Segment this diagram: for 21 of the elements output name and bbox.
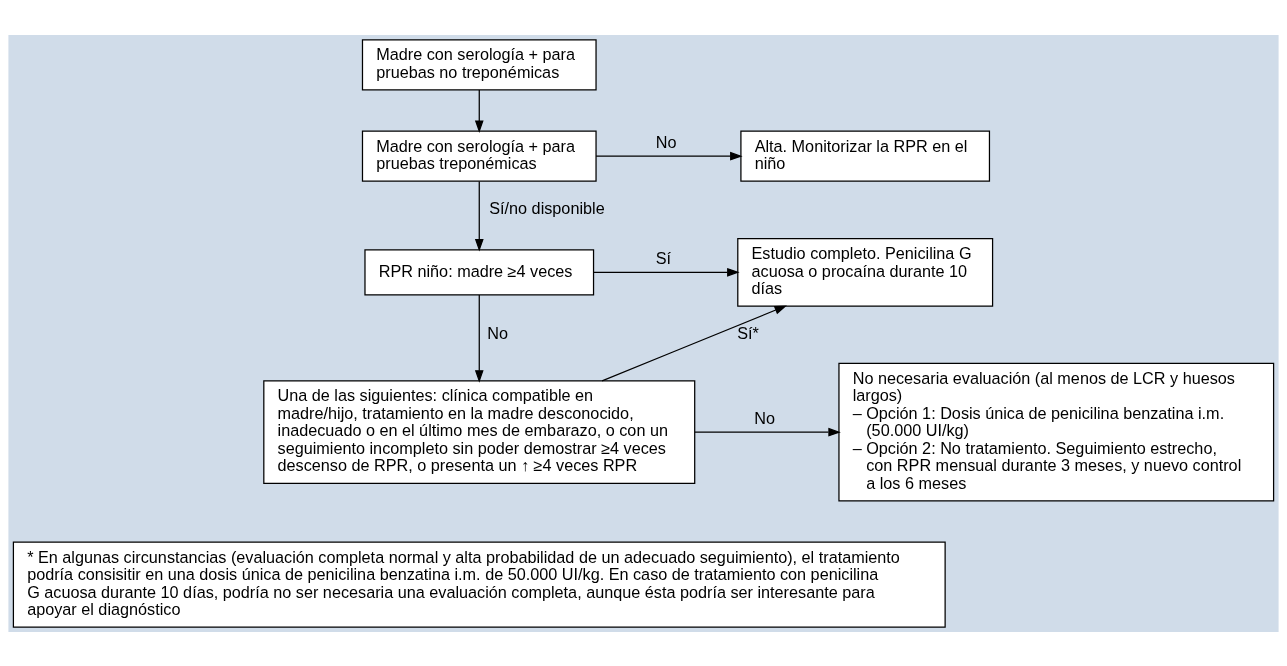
edge-label: Sí*: [737, 323, 759, 342]
arrow: [694, 427, 841, 437]
arrow: [474, 180, 484, 252]
arrow: [595, 151, 743, 161]
edge-label: No: [655, 132, 677, 151]
node-box: * En algunas circunstancias (evaluación completa normal y alta probabilidad de un adecuado seguimiento), el tratamiento podría consisitir en una dosis única de penicilina benzatina i.m. de 50.000 UI/kg. En caso de tratamiento con penicilina G acuosa durante 10 días, podría no ser necesaria una evaluación completa, aunque ésta podría ser interesante para apoyar el diagnóstico: [12, 540, 946, 628]
edge-label: Sí/no disponible: [489, 198, 605, 217]
arrow: [593, 267, 740, 277]
edge-label: No: [754, 408, 775, 427]
node-box: No necesaria evaluación (al menos de LCR y huesos largos) – Opción 1: Dosis única de penicilina benzatina i.m. (50.000 UI/kg) – Opción 2: No tratamiento. Seguimiento estrecho, con RPR mensual durante 3 meses, y nuevo control a los 6 meses: [838, 362, 1275, 501]
edge-label: Sí: [655, 248, 672, 267]
node-box: Madre con serología + para pruebas no treponémicas: [361, 38, 597, 91]
edge-label: No: [487, 323, 508, 342]
node-box: Una de las siguientes: clínica compatible en madre/hijo, tratamiento en la madre desconocido, inadecuado o en el último mes de embarazo, o con un seguimiento incompleto sin poder demostrar ≥4 veces descenso de RPR, o presenta un ↑ ≥4 veces RPR: [263, 379, 696, 484]
arrow: [474, 294, 484, 383]
node-box: Madre con serología + para pruebas treponémicas: [361, 130, 597, 182]
arrow: [474, 88, 484, 133]
node-box: RPR niño: madre ≥4 veces: [364, 248, 595, 295]
node-box: Alta. Monitorizar la RPR en el niño: [740, 130, 991, 182]
arrow: [601, 304, 787, 381]
node-box: Estudio completo. Penicilina G acuosa o procaína durante 10 días: [737, 237, 994, 307]
